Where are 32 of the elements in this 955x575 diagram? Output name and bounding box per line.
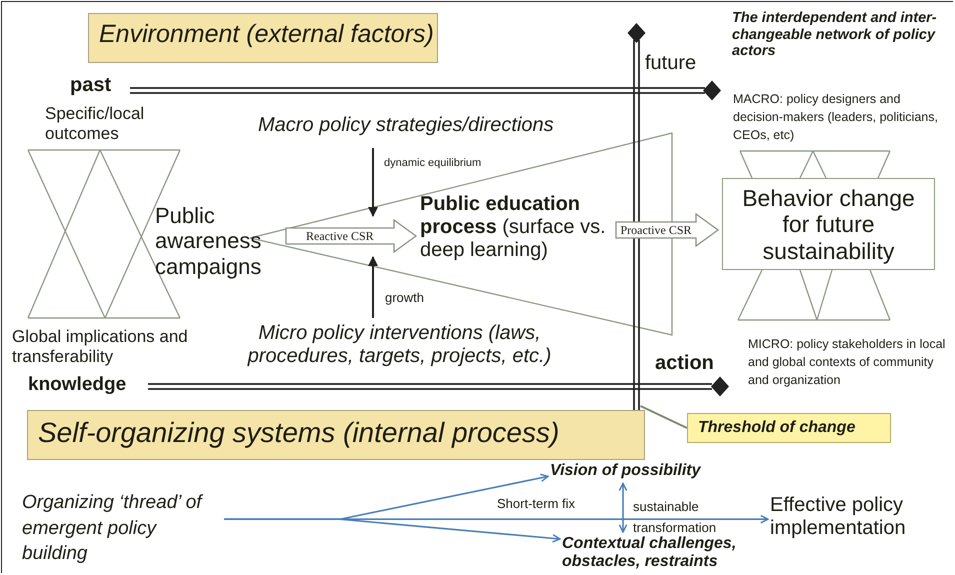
arrow: [224, 518, 561, 543]
outcome-box: Behavior change for future sustainability: [722, 178, 935, 270]
axis-label: past: [70, 74, 112, 97]
edge-label: Proactive CSR: [620, 224, 692, 236]
concept-text: Public education process (surface vs. deep learning): [420, 193, 612, 262]
leader-line: [640, 405, 688, 429]
arrow-label: dynamic equilibrium: [384, 157, 482, 170]
force-label: Micro policy interventions (laws, procedures, targets, projects, etc.): [246, 322, 552, 368]
arrow-label: growth: [385, 291, 424, 306]
pole-label: Specific/local outcomes: [45, 104, 146, 144]
edge-label: Reactive CSR: [306, 230, 374, 242]
path-label: sustainable transformation: [633, 498, 718, 536]
concept-text: Vision of possibility: [550, 462, 740, 480]
heading-banner: Self-organizing systems (internal process): [27, 410, 645, 460]
axis-label: action: [655, 352, 714, 375]
concept-text: Effective policy implementation: [770, 494, 950, 540]
callout-box: Threshold of change: [687, 413, 891, 443]
heading-text: The interdependent and inter-changeable network of policy actors: [732, 10, 938, 60]
block-arrow: [285, 218, 418, 254]
force-label: Macro policy strategies/directions: [258, 114, 554, 137]
heading-banner: Environment (external factors): [88, 13, 438, 63]
concept-text: Contextual challenges, obstacles, restraints: [562, 535, 767, 572]
axis-label: future: [645, 52, 696, 75]
axis-label: knowledge: [28, 374, 126, 396]
concept-text: Organizing ‘thread’ of emergent policy building: [22, 490, 222, 567]
block-arrow: [615, 212, 720, 248]
concept-text: Public awareness campaigns: [155, 203, 282, 279]
pole-label: Global implications and transferability: [12, 327, 189, 366]
description-text: MACRO: policy designers and decision-makers (leaders, politicians, CEOs, etc): [733, 91, 939, 144]
description-text: MICRO: policy stakeholders in local and global contexts of community and organization: [748, 336, 946, 390]
path-label: Short-term fix: [497, 497, 576, 512]
arrow: [618, 482, 628, 533]
